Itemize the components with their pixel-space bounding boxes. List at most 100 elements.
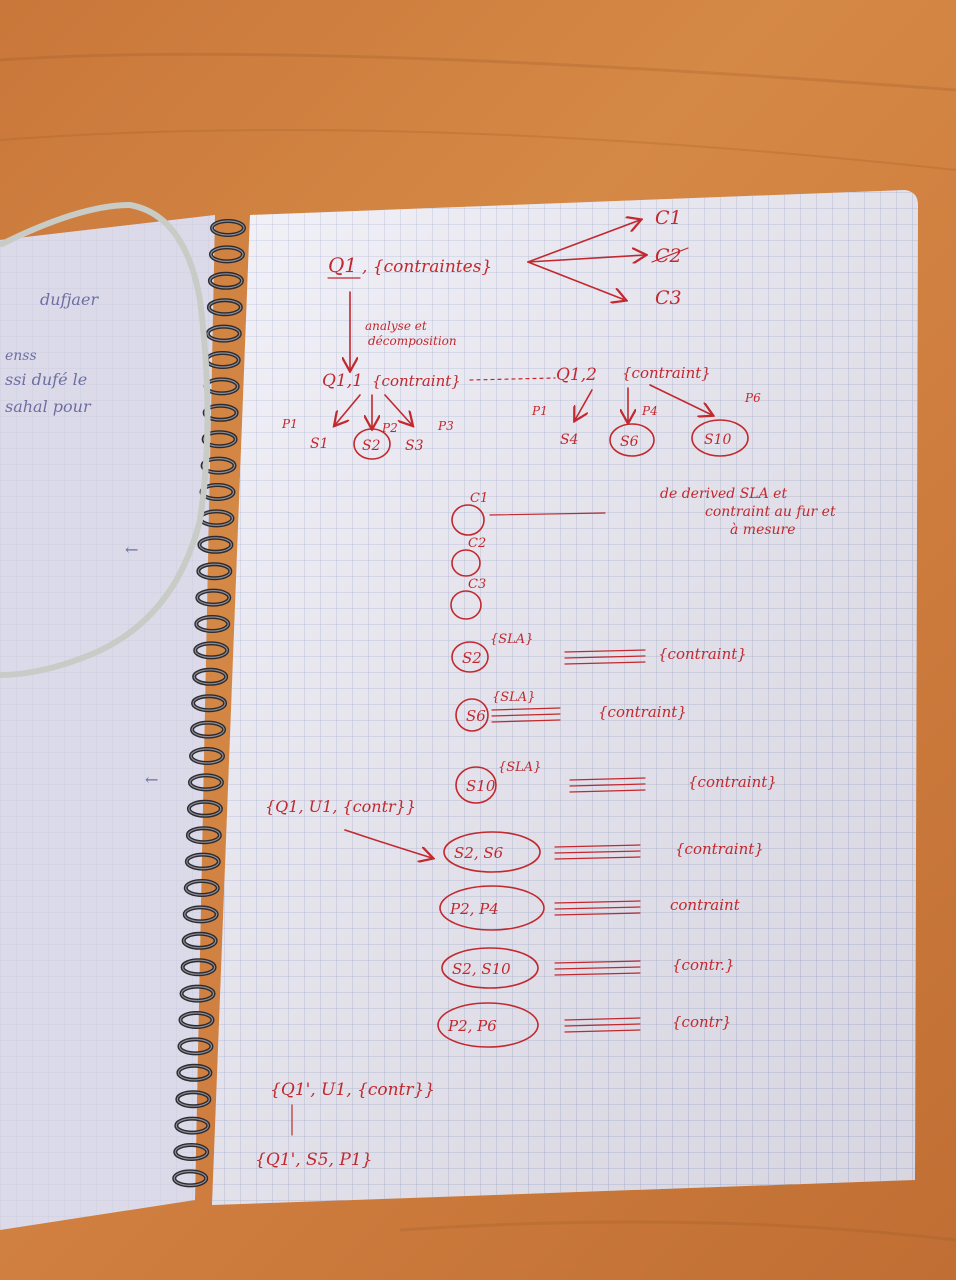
left-arrow-1: ← <box>125 540 138 559</box>
row-stroke <box>554 912 641 916</box>
row-circle <box>455 766 497 804</box>
row-stroke <box>564 1023 641 1027</box>
sub-left-set: {contraint} <box>372 372 461 390</box>
spiral-ring <box>195 588 232 607</box>
sub-diagram-left: Q1,1 {contraint} P1 P2 P3 S1 S2 S3 <box>281 371 556 460</box>
desk-surface <box>0 52 956 1242</box>
row-label: P2, P6 <box>447 1017 497 1035</box>
row-stroke <box>554 850 641 854</box>
sub-left-p3: P3 <box>437 419 454 433</box>
spiral-ring <box>200 456 237 475</box>
spiral-ring <box>179 984 216 1003</box>
row-label: S2, S10 <box>452 960 511 978</box>
row-s10: S10{SLA} {contraint} <box>455 760 777 804</box>
spiral-ring <box>172 1169 209 1188</box>
row-stroke <box>554 900 641 904</box>
row-c3: C3 <box>450 577 486 620</box>
row-constraint: {contraint} <box>675 840 764 858</box>
sub-diagram-right: Q1,2 {contraint} P1 P4 P6 S4 S6 S10 <box>531 364 761 457</box>
row-stroke <box>554 856 641 860</box>
row-label: S2, S6 <box>454 844 504 862</box>
arrow-label-1: analyse et <box>365 319 427 333</box>
target-c3: C3 <box>655 287 682 309</box>
sub-right-set: {contraint} <box>622 364 711 382</box>
cable <box>0 201 211 678</box>
bottom-note-1: {Q1', U1, {contr}} <box>270 1080 435 1100</box>
row-tag: {SLA} <box>498 760 541 775</box>
row-stroke <box>564 1017 641 1021</box>
root-set: , {contraintes} <box>362 257 492 277</box>
row-label: S6 <box>466 707 486 725</box>
spiral-ring <box>182 905 219 924</box>
row-stroke <box>569 789 646 793</box>
spiral-ring <box>185 826 222 845</box>
row-stroke <box>554 844 641 848</box>
row-circle <box>441 947 539 989</box>
spiral-ring <box>189 747 225 765</box>
row-label: C3 <box>468 577 486 592</box>
left-line-4: sahal pour <box>5 397 92 416</box>
row-circle <box>451 549 481 577</box>
sub-left-p2: P2 <box>381 421 398 435</box>
side-note: de derived SLA et contraint au fur et à … <box>660 486 836 538</box>
left-line-1: dufjaer <box>40 290 99 309</box>
spiral-ring <box>210 219 246 237</box>
row-c2: C2 <box>451 536 486 577</box>
row-stroke <box>554 960 641 964</box>
bottom-note-2: {Q1', S5, P1} <box>255 1150 372 1170</box>
row-stroke <box>569 777 646 781</box>
spiral-ring <box>201 430 238 449</box>
row-circle <box>439 885 545 931</box>
spiral-ring <box>206 298 243 317</box>
spiral-ring <box>176 1063 213 1082</box>
side-note-line-1: de derived SLA et <box>660 486 787 502</box>
row-stroke <box>489 512 606 516</box>
row-constraint: {contraint} <box>688 773 777 791</box>
row-constraint: {contraint} <box>658 645 747 663</box>
spiral-ring <box>177 1037 214 1056</box>
side-note-line-2: contraint au fur et <box>705 504 836 520</box>
row-stroke <box>554 966 641 970</box>
row-label: S10 <box>466 777 496 795</box>
sub-right-s10: S10 <box>704 432 731 448</box>
bottom-notes: {Q1', U1, {contr}} {Q1', S5, P1} <box>255 1080 435 1170</box>
spiral-ring <box>205 324 242 343</box>
spiral-ring <box>208 245 245 264</box>
spiral-ring <box>187 773 224 792</box>
row-stroke <box>564 661 646 665</box>
spiral-ring <box>184 852 221 871</box>
row-c1: C1 <box>451 491 606 536</box>
row-circle <box>451 504 485 536</box>
row-stroke <box>564 649 646 653</box>
row-label: C1 <box>470 491 488 506</box>
row-stroke <box>564 655 646 659</box>
row-stroke <box>569 783 646 787</box>
spiral-ring <box>183 879 220 897</box>
spiral-ring <box>178 1011 215 1029</box>
sub-right-p6: P6 <box>744 391 761 405</box>
left-page-text: dufjaer enss ssi dufé le sahal pour ← ← <box>5 290 158 789</box>
target-c1: C1 <box>655 207 682 229</box>
left-line-3: ssi dufé le <box>5 370 87 389</box>
sub-right-p1: P1 <box>531 404 548 418</box>
spiral-ring <box>174 1116 211 1135</box>
constraint-rows: C1C2C3S2{SLA}{contraint}S6{SLA}{contrain… <box>437 491 777 1048</box>
spiral-ring <box>181 931 218 950</box>
notebook-page <box>212 190 918 1205</box>
row-circle <box>443 831 541 873</box>
row-circle <box>437 1002 539 1048</box>
row-stroke <box>554 906 641 910</box>
tuple-note: {Q1, U1, {contr}} <box>265 797 432 858</box>
row-stroke <box>491 707 561 711</box>
row-stroke <box>491 719 561 723</box>
sub-right-s4: S4 <box>560 432 579 448</box>
sub-left-s3: S3 <box>405 438 424 454</box>
arrow-label-2: décomposition <box>368 334 457 348</box>
sub-left-s1: S1 <box>310 436 329 452</box>
spiral-ring <box>191 694 228 713</box>
spiral-ring <box>173 1143 210 1161</box>
sub-right-p4: P4 <box>641 404 658 418</box>
spiral-ring <box>197 535 234 554</box>
spiral-ring <box>194 615 231 633</box>
